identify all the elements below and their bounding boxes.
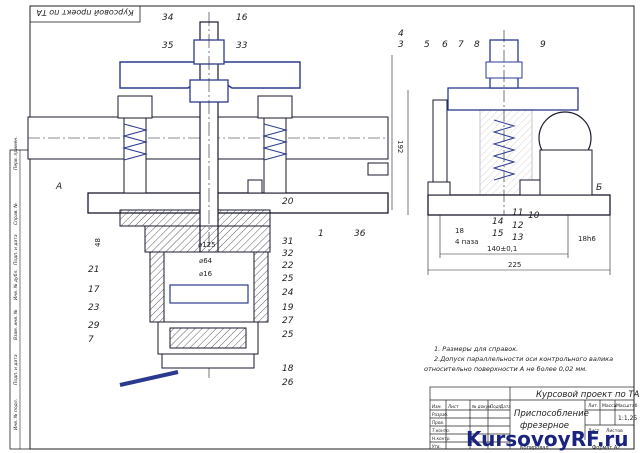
callout-right-12: 12 [512,221,524,231]
tb-project: Курсовой проект по ТА [536,390,640,400]
main-view [27,12,389,387]
tb-copied: Копировал [520,445,549,451]
tb-header: Изм. [432,404,442,409]
callout-left-21: 21 [88,265,99,275]
callout-left-34: 34 [162,13,174,23]
note-3: относительно поверхности А не более 0,02… [424,365,587,373]
note-1: 1. Размеры для справок. [434,345,518,353]
dim-140: 140±0,1 [487,245,517,253]
callout-right-5: 5 [424,40,430,50]
dim-18h6: 18h6 [578,235,596,243]
callout-left-24: 24 [282,288,294,298]
note-2: 2.Допуск параллельности оси контрольного… [434,355,613,363]
side-view [427,30,611,216]
callout-left-33: 33 [236,41,248,51]
callout-left-23: 23 [88,303,100,313]
callout-left-31: 31 [282,237,293,247]
callout-left-1: 1 [318,229,324,239]
tb-role: Утв. [432,444,441,449]
callout-left-29: 29 [88,321,100,331]
dim-192: 192 [396,140,404,153]
watermark-logo: KursovoyRF.ru [466,427,629,451]
tb-name-1: Приспособление [514,409,589,419]
dim-225: 225 [508,261,521,269]
callout-right-10: 10 [528,211,540,221]
callout-right-6: 6 [442,40,448,50]
tb-scale: 1:1,25 [618,415,637,422]
callout-left-27: 27 [282,316,294,326]
tb-headers: Изм. Лист № докум.Подп.Дата [432,404,511,409]
dim-48: 48 [94,238,102,247]
callout-left-25: 25 [282,274,294,284]
callout-right-9: 9 [540,40,546,50]
tb-sheet: Лист [588,428,600,434]
tb-mass: Масса [602,403,617,409]
top-stamp-box [29,5,141,23]
top-stamp: Курсовой проект по ТА [36,8,133,17]
callout-right-11: 11 [512,208,523,218]
left-strip-label: Подп. и дата [13,234,19,265]
side-dimensions [407,90,611,275]
callout-left-22: 22 [282,261,294,271]
callout-left-16: 16 [236,13,248,23]
tb-sheets: Листов [606,428,623,434]
tb-roles: Разраб. Пров. Т.контр. Н.контр. Утв. [432,412,451,449]
callout-right-7: 7 [458,40,464,50]
callout-right-8: 8 [474,40,480,50]
tb-role: Пров. [432,420,444,425]
left-strip-label: Инв. № дубл. [13,269,19,300]
callout-right-Б: Б [596,183,602,193]
dim-d64: ⌀64 [199,257,213,265]
callout-left-20: 20 [282,197,294,207]
dim-18: 18 [455,227,464,235]
tb-header: Дата [499,404,511,409]
tb-lit: Лит. [588,403,598,409]
callout-right-14: 14 [492,217,504,227]
callout-left-32: 32 [282,249,294,259]
callout-left-A: A [55,182,62,192]
tb-header: Лист [447,404,459,409]
callout-right-3: 3 [398,40,404,50]
tb-role: Т.контр. [432,428,450,433]
left-strip-label: Инв. № подл. [13,399,19,430]
callout-left-19: 19 [282,303,294,313]
callout-right-13: 13 [512,233,524,243]
callout-left-7: 7 [88,335,94,345]
tb-name-2: фрезерное [520,421,569,431]
tb-role: Разраб. [432,412,448,417]
callout-left-17: 17 [88,285,100,295]
left-strip-label: Справ. № [13,203,19,225]
dim-d125: ⌀125 [198,241,216,249]
tb-header: № докум. [471,404,493,409]
callout-left-25: 25 [282,330,294,340]
tb-header: Подп. [490,404,503,409]
callout-right-4: 4 [398,29,404,39]
dim-d16: ⌀16 [199,270,213,278]
dim-4-slots: 4 паза [455,238,479,246]
tb-role: Н.контр. [432,436,451,441]
left-strip-label: Подп. и дата [13,354,19,385]
callout-left-35: 35 [162,41,174,51]
tb-format: Формат A2 [592,445,620,451]
left-strip-label: Перв. примен. [13,136,19,170]
tb-scale-label: Масштаб [616,403,638,409]
callout-left-26: 26 [282,378,294,388]
title-block [429,386,635,450]
callout-right-15: 15 [492,229,504,239]
callout-left-36: 36 [354,229,366,239]
callout-left-18: 18 [282,364,294,374]
left-strip-label: Взам. инв. № [13,309,19,340]
